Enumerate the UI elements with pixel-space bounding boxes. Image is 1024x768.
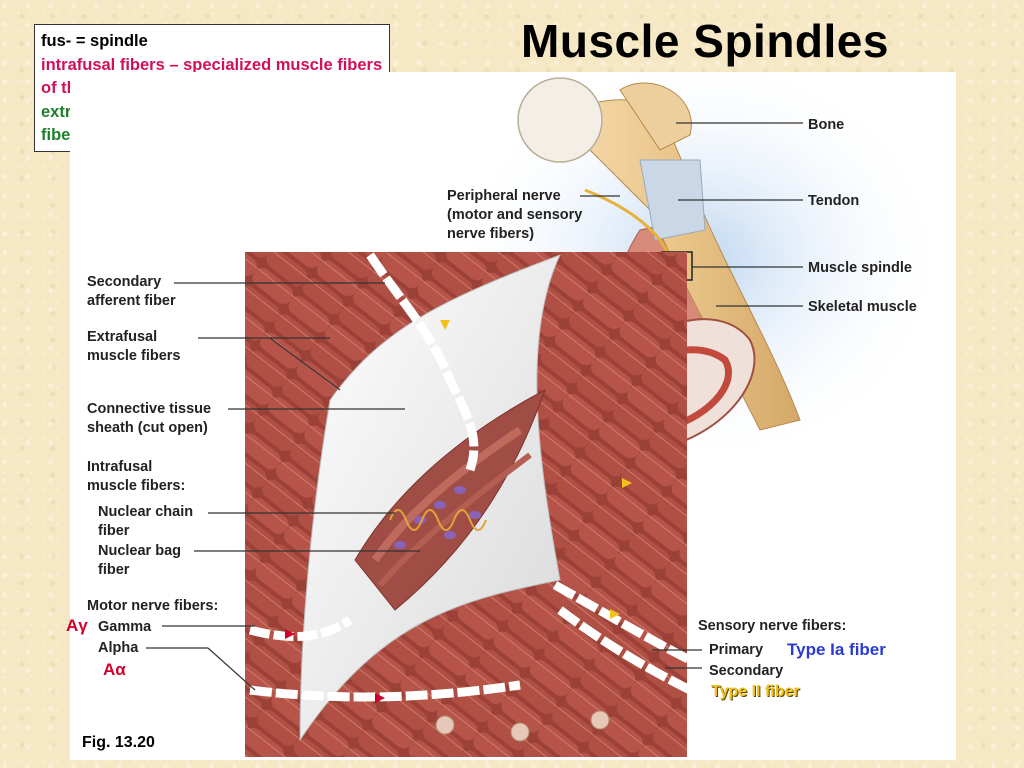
bone-trochanter — [619, 82, 692, 151]
label-connective-line2: sheath (cut open) — [87, 420, 208, 436]
label-motor-nerve-fibers: Motor nerve fibers: — [87, 598, 219, 614]
label-tendon: Tendon — [808, 193, 860, 209]
figure-caption: Fig. 13.20 — [82, 734, 155, 751]
label-nuclear-bag-line1: Nuclear bag — [98, 543, 181, 559]
label-bone: Bone — [808, 117, 845, 133]
annotation-type-ia: Type Ia fiber — [787, 640, 886, 659]
label-nuclear-bag: Nuclear bag fiber — [98, 542, 181, 580]
annotation-a-gamma: Aγ — [66, 616, 88, 635]
label-intrafusal-line2: muscle fibers: — [87, 478, 186, 494]
bone-head — [517, 77, 603, 163]
label-secondary-afferent-line2: afferent fiber — [87, 293, 176, 309]
label-extrafusal-line2: muscle fibers — [87, 348, 181, 364]
label-peripheral-nerve-line3: nerve fibers) — [447, 226, 535, 242]
definition-fus: fus- = spindle — [41, 32, 148, 50]
label-skeletal-muscle: Skeletal muscle — [808, 299, 917, 315]
label-nuclear-chain-line1: Nuclear chain — [98, 504, 194, 520]
label-extrafusal: Extrafusal muscle fibers — [87, 328, 181, 366]
leader-lines — [146, 122, 803, 691]
label-muscle-spindle: Muscle spindle — [808, 260, 912, 276]
annotation-a-alpha: Aα — [103, 660, 126, 679]
label-peripheral-nerve: Peripheral nerve (motor and sensory nerv… — [447, 187, 582, 244]
label-sensory-nerve-fibers: Sensory nerve fibers: — [698, 618, 847, 634]
label-connective-tissue: Connective tissue sheath (cut open) — [87, 400, 211, 438]
label-alpha: Alpha — [98, 640, 139, 656]
alpha-motor-nerve — [249, 680, 521, 702]
label-intrafusal-line1: Intrafusal — [87, 459, 153, 475]
label-nuclear-chain: Nuclear chain fiber — [98, 503, 193, 541]
label-primary: Primary — [709, 642, 764, 658]
secondary-sensory-nerve — [557, 606, 693, 695]
annotation-type-ii: Type II fiber — [711, 683, 800, 700]
label-connective-line1: Connective tissue — [87, 401, 212, 417]
label-secondary: Secondary — [709, 663, 784, 679]
label-secondary-afferent-line1: Secondary — [87, 274, 162, 290]
tendon — [639, 159, 706, 241]
secondary-afferent-nerve — [366, 252, 479, 472]
nuclear-chain-fiber — [377, 452, 532, 587]
nuclear-bag-fiber — [371, 426, 523, 563]
label-gamma: Gamma — [98, 619, 152, 635]
label-nuclear-chain-line2: fiber — [98, 523, 130, 539]
primary-sensory-nerve — [552, 581, 693, 665]
label-peripheral-nerve-line2: (motor and sensory — [447, 207, 583, 223]
motor-arrows — [285, 629, 385, 703]
motor-end-plates — [435, 710, 610, 742]
annulospiral-endings — [389, 509, 487, 531]
label-peripheral-nerve-line1: Peripheral nerve — [447, 188, 561, 204]
gamma-motor-nerve — [248, 616, 353, 641]
impulse-arrows — [440, 320, 632, 619]
label-intrafusal: Intrafusal muscle fibers: — [87, 458, 185, 496]
label-secondary-afferent: Secondary afferent fiber — [87, 273, 176, 311]
label-nuclear-bag-line2: fiber — [98, 562, 130, 578]
nuclei — [394, 486, 481, 549]
label-extrafusal-line1: Extrafusal — [87, 329, 158, 345]
